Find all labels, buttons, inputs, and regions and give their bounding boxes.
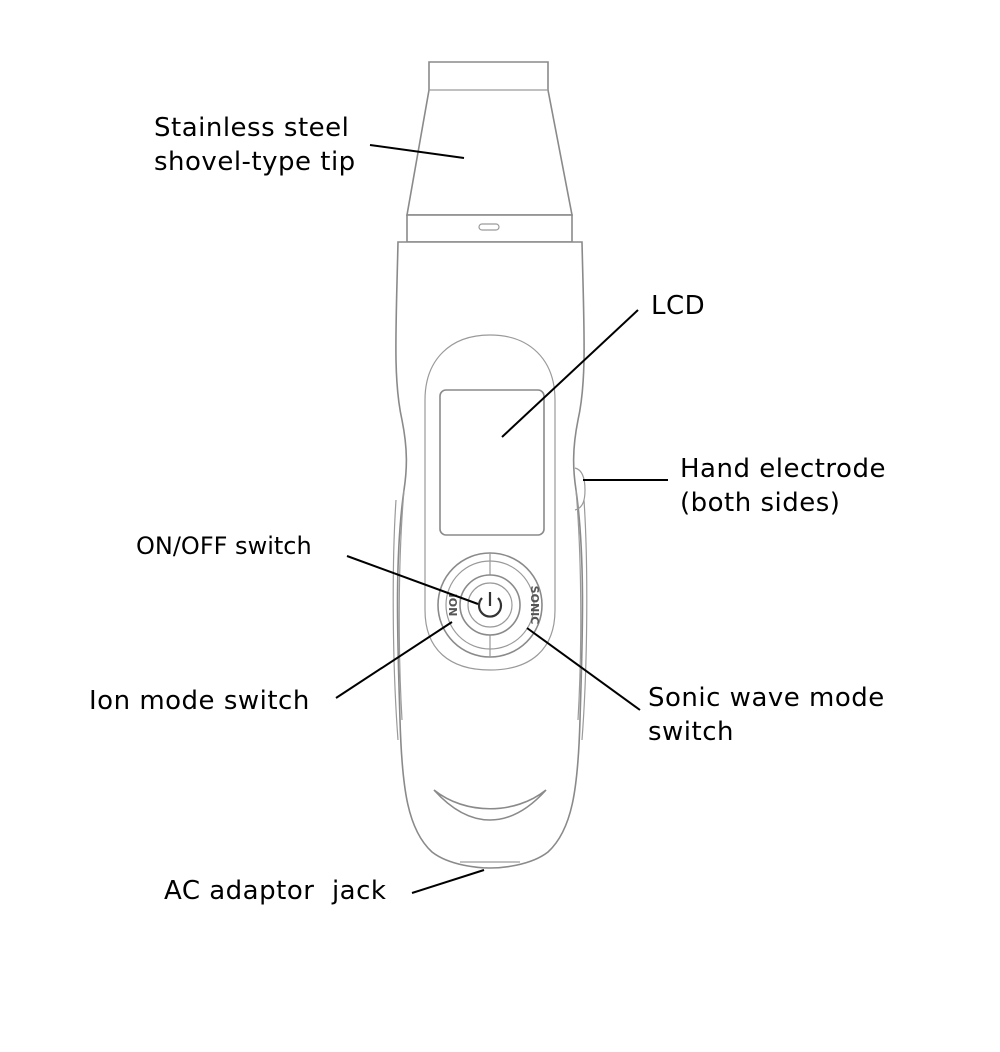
label-lcd: LCD — [651, 291, 705, 321]
leader-onoff — [346, 555, 479, 605]
label-tip-line1: Stainless steel — [154, 113, 349, 143]
label-sonic-line1: Sonic wave mode — [648, 683, 885, 713]
power-icon — [477, 592, 503, 618]
leader-tip — [369, 144, 465, 159]
ion-mode-button[interactable]: ION — [446, 594, 459, 617]
leader-jack — [411, 869, 485, 894]
label-electrode-line1: Hand electrode — [680, 454, 886, 484]
label-tip-line2: shovel-type tip — [154, 147, 356, 177]
front-panel — [424, 334, 556, 671]
lcd-screen — [439, 389, 545, 536]
label-electrode-line2: (both sides) — [680, 488, 840, 518]
control-pad: ION SONIC — [437, 552, 543, 658]
label-jack: AC adaptor jack — [164, 876, 386, 906]
leader-ion — [335, 621, 453, 699]
leader-sonic — [526, 627, 641, 711]
grip-cutout — [433, 789, 547, 821]
shovel-tip — [406, 61, 573, 243]
label-onoff: ON/OFF switch — [136, 532, 312, 560]
leader-lcd — [501, 309, 639, 438]
label-sonic-line2: switch — [648, 717, 734, 747]
sonic-mode-button[interactable]: SONIC — [528, 586, 541, 625]
label-ion: Ion mode switch — [89, 686, 310, 716]
